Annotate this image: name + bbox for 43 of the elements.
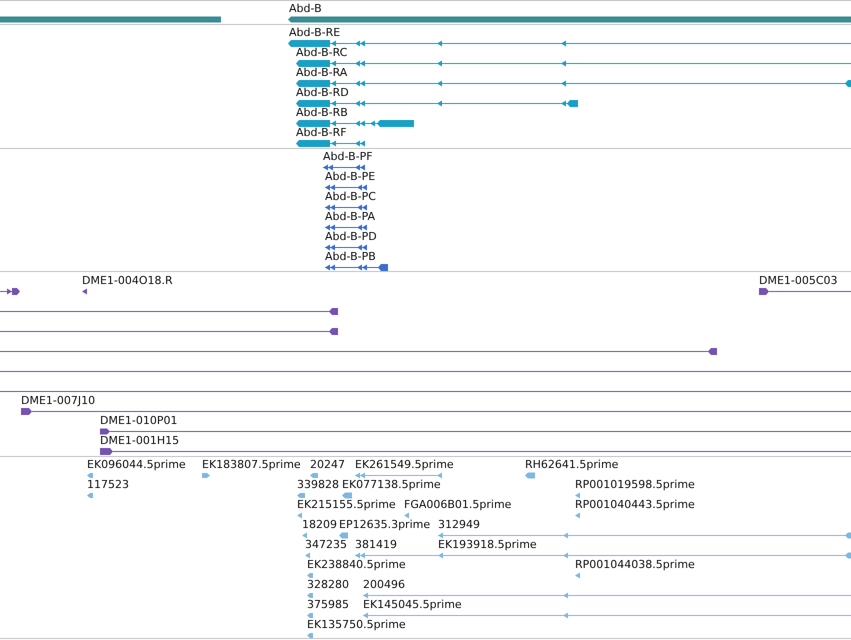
protein-label: Abd-B-PF [323, 151, 373, 163]
gene-label: Abd-B [289, 3, 322, 15]
est-label: 312949 [438, 519, 480, 531]
clone-label: DME1-007J10 [21, 395, 96, 407]
est-label: 339828 [297, 479, 339, 491]
est-label: EK077138.5prime [342, 479, 441, 491]
est-label: EK183807.5prime [202, 459, 301, 471]
est-label: EK096044.5prime [87, 459, 186, 471]
protein-label: Abd-B-PA [325, 211, 376, 223]
clone-label: DME1-004O18.R [82, 275, 173, 287]
transcript-label: Abd-B-RD [296, 87, 349, 99]
clone-label: DME1-005C03 [759, 275, 838, 287]
est-label: 200496 [363, 579, 405, 591]
est-label: 328280 [307, 579, 349, 591]
est-label: EK145045.5prime [363, 599, 462, 611]
protein-label: Abd-B-PD [325, 231, 377, 243]
est-label: FGA006B01.5prime [404, 499, 512, 511]
est-label: 347235 [305, 539, 347, 551]
est-label: EK215155.5prime [297, 499, 396, 511]
est-label: RP001019598.5prime [575, 479, 695, 491]
est-label: 20247 [310, 459, 345, 471]
est-label: EK193918.5prime [438, 539, 537, 551]
est-label: EK261549.5prime [355, 459, 454, 471]
protein-label: Abd-B-PE [325, 171, 376, 183]
est-label: EK238840.5prime [307, 559, 406, 571]
est-label: RP001040443.5prime [575, 499, 695, 511]
transcript-label: Abd-B-RB [296, 107, 348, 119]
est-label: 18209 [302, 519, 337, 531]
transcript-label: Abd-B-RE [289, 27, 340, 39]
transcript-label: Abd-B-RC [296, 47, 348, 59]
transcript-label: Abd-B-RA [296, 67, 348, 79]
est-label: 381419 [355, 539, 397, 551]
clone-label: DME1-010P01 [100, 415, 178, 427]
est-label: EK135750.5prime [307, 619, 406, 631]
est-label: 117523 [87, 479, 129, 491]
transcript-label: Abd-B-RF [296, 127, 347, 139]
est-label: EP12635.3prime [339, 519, 430, 531]
protein-label: Abd-B-PC [325, 191, 376, 203]
est-label: RH62641.5prime [525, 459, 618, 471]
est-label: RP001044038.5prime [575, 559, 695, 571]
protein-label: Abd-B-PB [325, 251, 376, 263]
est-label: 375985 [307, 599, 349, 611]
clone-label: DME1-001H15 [100, 435, 180, 447]
